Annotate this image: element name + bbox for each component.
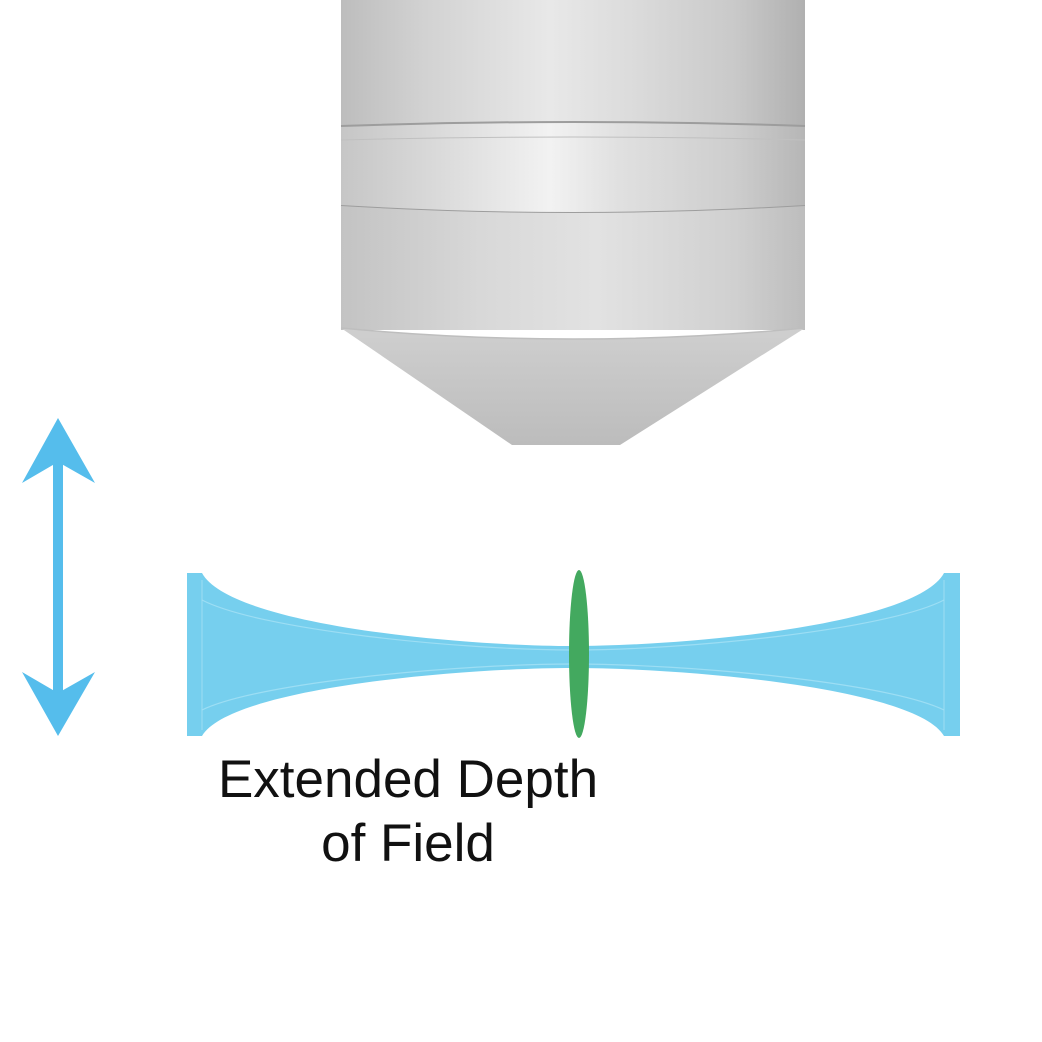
arrow-shaft [53, 455, 63, 695]
diagram-caption: Extended Depth of Field [120, 748, 696, 876]
objective-upper-barrel [341, 0, 805, 132]
double-headed-vertical-arrow-icon [22, 418, 95, 736]
arrow-head-down [22, 672, 95, 736]
microscope-objective-icon [340, 0, 806, 445]
objective-cone [341, 328, 805, 445]
objective-lower-barrel [341, 206, 805, 330]
caption-line-2: of Field [321, 814, 495, 873]
objective-ring [341, 122, 805, 213]
caption-line-1: Extended Depth [217, 750, 599, 809]
arrow-head-up [22, 418, 95, 483]
focal-plane [569, 570, 589, 738]
